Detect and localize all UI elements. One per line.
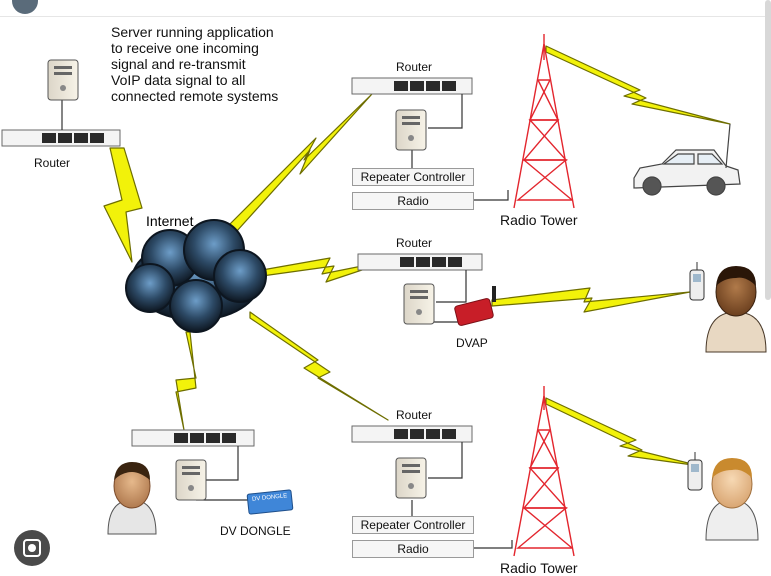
server-top [395,109,427,151]
cables [61,94,513,549]
bolt-tower-car [545,45,731,125]
bolt-internet-top-router [221,93,373,233]
person-icon-bottom-left [107,462,157,535]
router-top-label: Router [396,60,433,74]
person-icon-bottom-right [705,458,759,541]
links [103,45,731,467]
image-search-icon[interactable] [14,530,50,566]
phone-icon-bottom [687,452,703,491]
router-mid-label: Router [396,236,433,250]
router-main [1,129,121,147]
bolt-tower-person [545,397,701,467]
router-bottom-right-label: Router [396,408,433,422]
repeater-controller-bottom: Repeater Controller [352,516,474,534]
internet-cloud [125,219,267,333]
radio-bottom: Radio [352,540,474,558]
dv-dongle-device [246,489,294,515]
radio-tower-bottom [513,386,575,557]
router-top [351,77,473,95]
radio-top: Radio [352,192,474,210]
router-main-label: Router [34,156,71,170]
radio-tower-bottom-label: Radio Tower [500,560,578,576]
server-mid [403,283,435,325]
radio-tower-top-label: Radio Tower [500,212,578,228]
repeater-controller-top: Repeater Controller [352,168,474,186]
bolt-internet-mid-router [261,257,393,283]
bolt-main-router-internet [103,147,143,263]
scrollbar[interactable] [765,0,771,300]
car-icon [633,123,741,196]
radio-tower-top [513,34,575,209]
bolt-dvap-person [491,287,691,313]
router-mid [357,253,483,271]
bolt-internet-left-router [175,331,197,431]
server-note: Server running application to receive on… [111,24,279,104]
router-bottom-left [131,429,255,447]
server-bottom-left [175,459,207,501]
bolt-internet-right-router [249,311,389,421]
server-main [47,59,79,101]
dvap-label: DVAP [456,336,488,350]
router-bottom-right [351,425,473,443]
internet-label: Internet [146,213,194,229]
dvap-device [454,286,496,326]
person-icon-mid [705,266,767,353]
phone-icon-mid [689,262,705,301]
server-bottom-right [395,457,427,499]
top-strip [0,0,771,17]
app-badge-icon[interactable] [12,0,38,14]
dv-dongle-label: DV DONGLE [220,524,291,538]
